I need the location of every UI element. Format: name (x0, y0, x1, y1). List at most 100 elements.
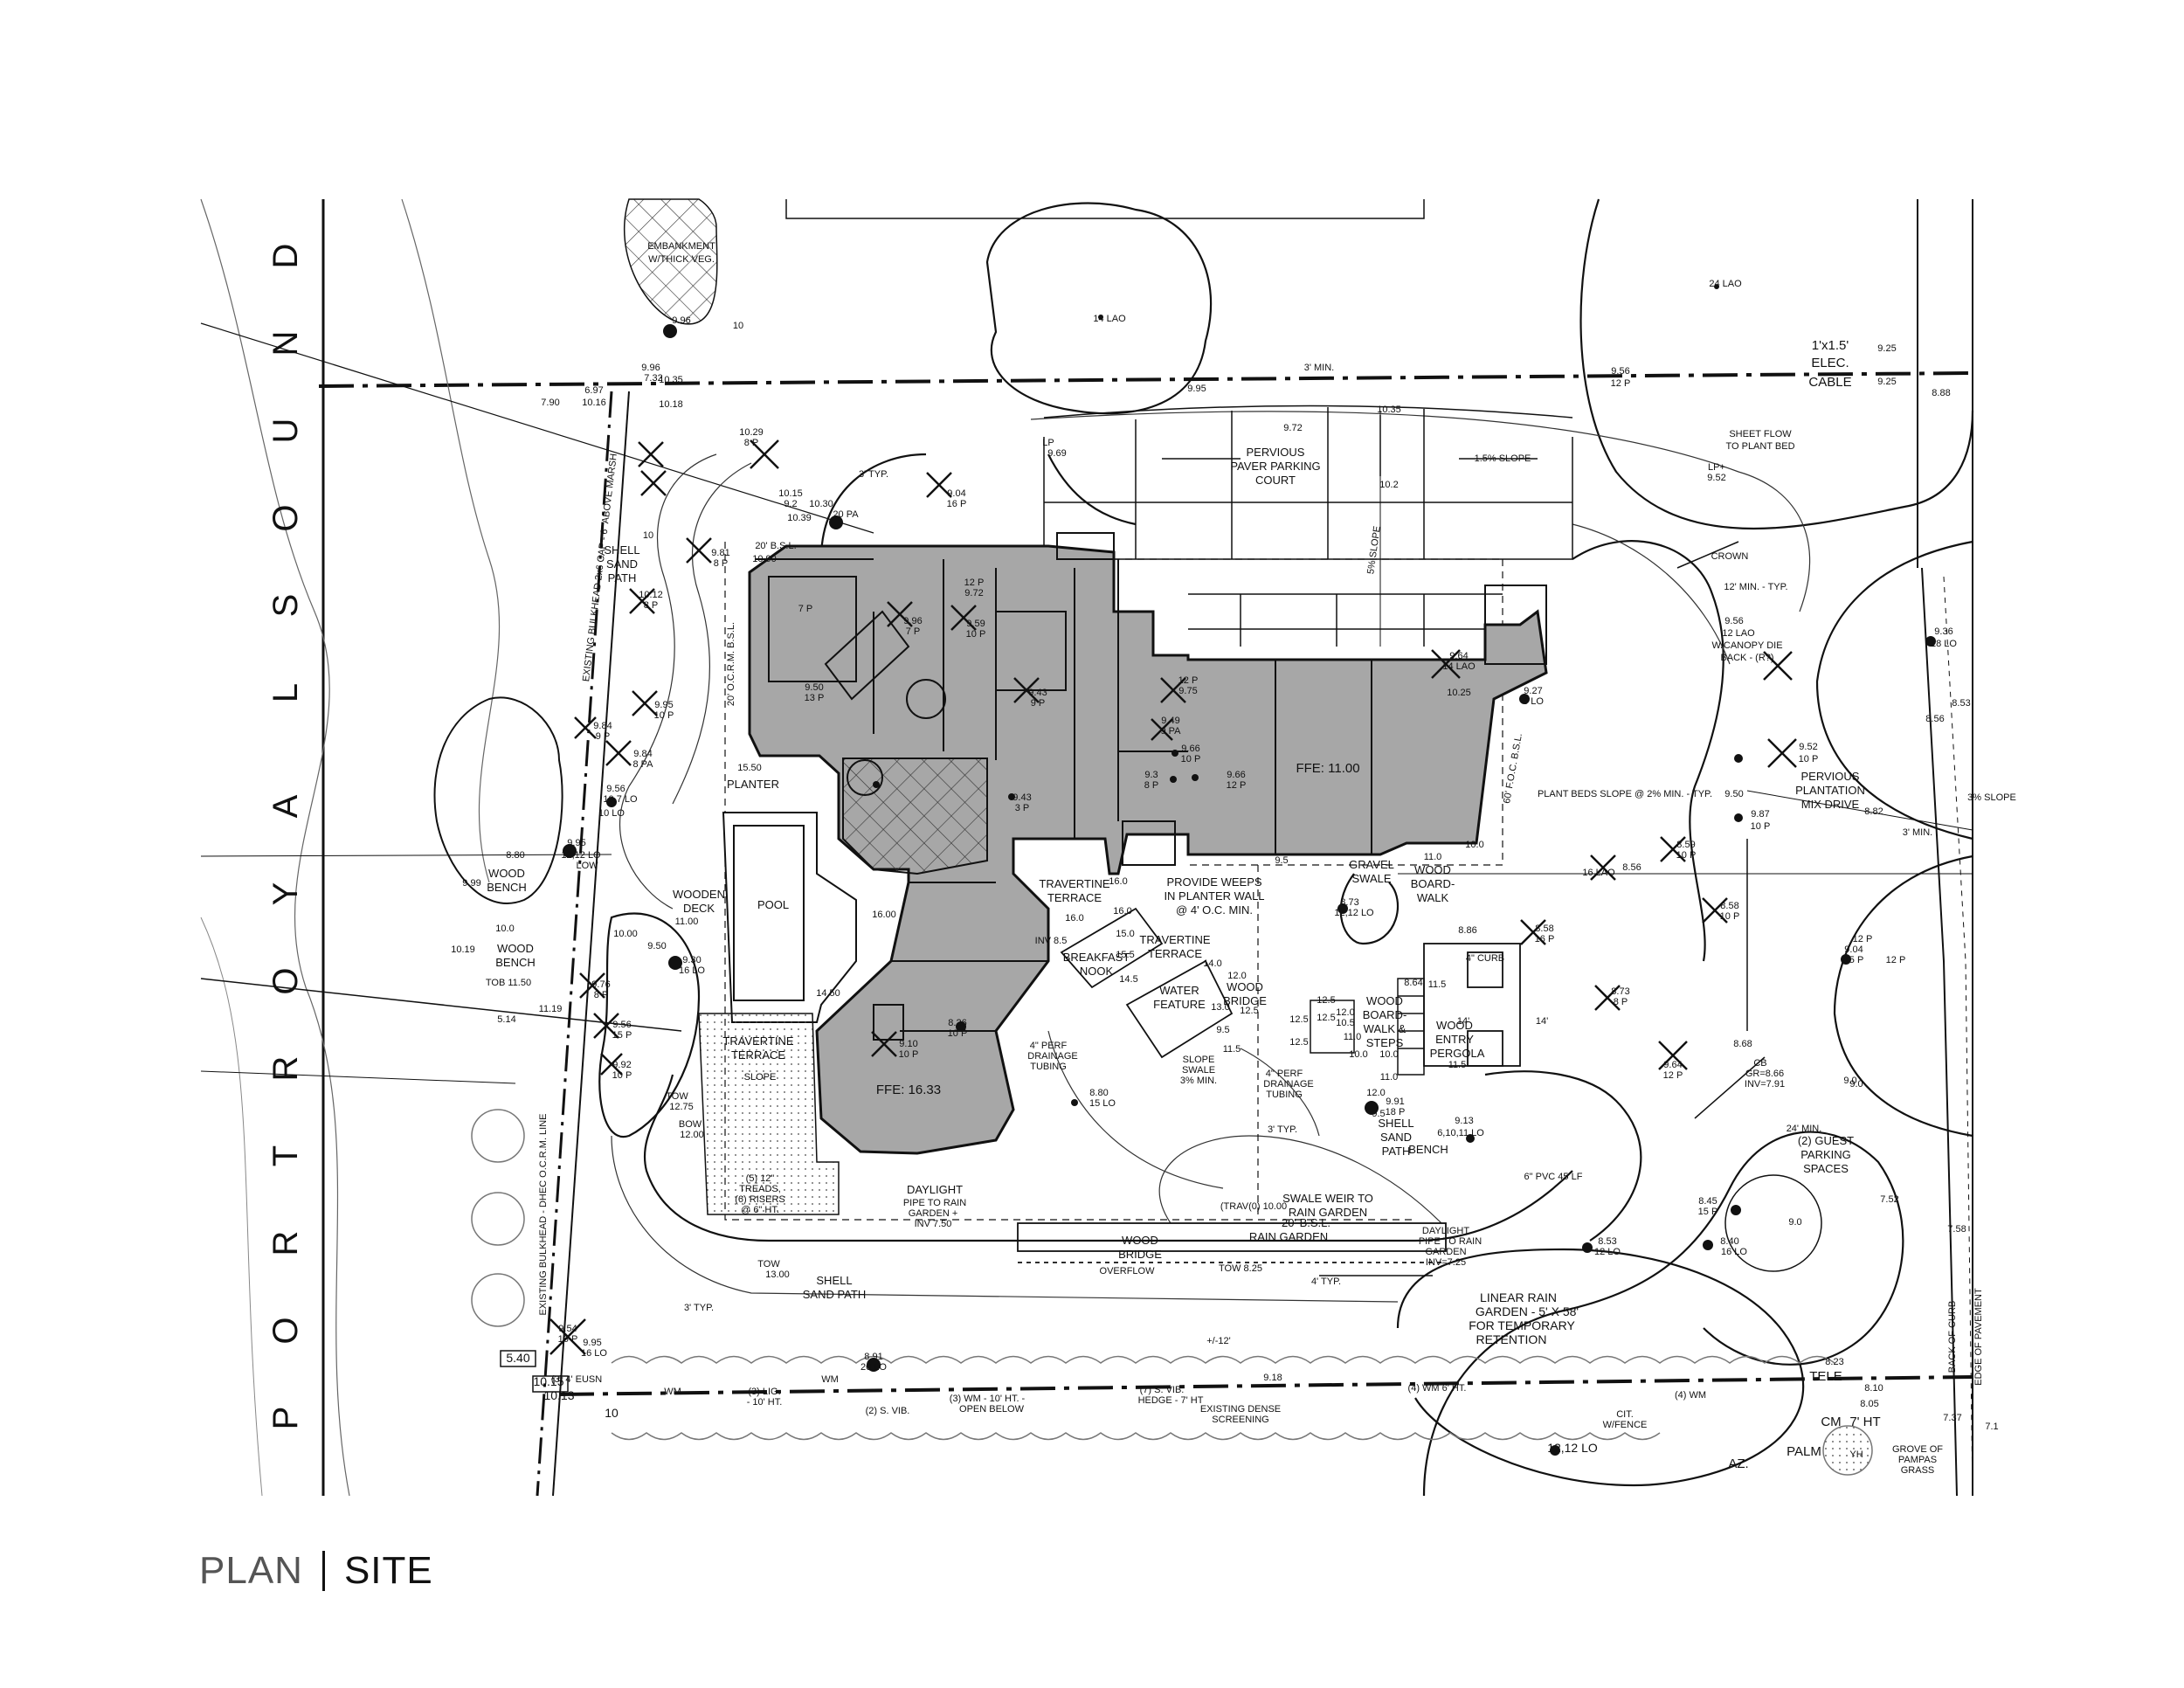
plan-label: 16.0 (1065, 913, 1083, 924)
plan-label: 8.80 (506, 850, 524, 861)
plan-label: 10 P (1181, 754, 1201, 764)
plan-label: 9.72 (964, 588, 983, 598)
plan-label: EXISTING BULKHEAD - DHEC O.C.R.M. LINE (538, 1113, 549, 1315)
house-footprint (748, 544, 1548, 1155)
plan-label: 8.73 (1340, 897, 1358, 908)
plan-label: 9.64 (1663, 1060, 1682, 1070)
plan-label: 7.58 (1947, 1224, 1966, 1235)
plan-label: 12.5 (1289, 1037, 1308, 1048)
plan-label: 14 LAO (1093, 314, 1126, 324)
travertine-terrace (698, 1013, 840, 1215)
plan-label: RETENTION (1476, 1332, 1547, 1346)
plan-label: 9 P (1031, 698, 1046, 709)
plan-label: 12' MIN. - TYP. (1724, 582, 1787, 592)
plan-label: GRAVEL (1349, 858, 1394, 871)
plan-label: 10.12 (639, 590, 663, 600)
plan-label: 6.97 (584, 385, 603, 396)
plan-label: 9.50 (647, 941, 666, 951)
plan-label: 10.39 (787, 513, 812, 523)
plan-label: 12,12 LO (561, 850, 601, 861)
plan-label: 9.3 (1144, 770, 1158, 780)
plan-label: 10 P (899, 1049, 919, 1060)
plan-label: 12 P (1663, 1070, 1683, 1081)
plan-label: FEATURE (1153, 998, 1206, 1011)
plan-label: 4" CURB (1466, 953, 1504, 964)
plan-label: 8 P (644, 600, 659, 611)
water-body-letter: O (266, 502, 305, 531)
plan-label: CROWN (1711, 551, 1749, 562)
plan-label: 9.30 (682, 955, 701, 965)
plan-label: SLOPE (1183, 1055, 1215, 1065)
plan-label: 12,12 LO (1334, 908, 1374, 918)
plan-label: 14.5 (1119, 974, 1137, 985)
plan-label: BREAKFAST (1063, 951, 1130, 964)
plan-label: 10 P (1751, 821, 1771, 832)
plan-label: 10 P (1799, 754, 1819, 764)
plan-label: 9.87 (1751, 809, 1769, 820)
plan-label: 10.0 (1349, 1049, 1367, 1060)
plan-label: 10 (643, 530, 653, 541)
plan-label: 12 P (1853, 934, 1873, 944)
water-body-letter: N (266, 329, 305, 356)
plan-label: 5.40 (506, 1351, 529, 1365)
plan-label: BRIDGE (1118, 1248, 1162, 1261)
plan-label: 12.0 (1366, 1088, 1385, 1098)
plan-label: ELEC. (1811, 356, 1849, 370)
plan-label: 6,10,11 LO (1437, 1128, 1484, 1138)
plan-label: GARDEN - 5' X 58' (1476, 1304, 1579, 1318)
plan-label: SAND (1380, 1131, 1412, 1144)
plan-label: 14' (1536, 1016, 1548, 1027)
plan-label: 11.5 (1223, 1044, 1241, 1055)
plan-label: PLANTATION (1795, 784, 1865, 797)
plan-label: 12 P (1227, 780, 1247, 791)
plan-label: WOOD (1227, 980, 1263, 993)
plan-label: 12.5 (1240, 1006, 1258, 1016)
plan-label: 3' TYP. (1268, 1124, 1297, 1135)
plan-label: 9.84 (593, 721, 612, 731)
plan-label: 3' TYP. (859, 469, 888, 480)
plan-label: DAYLIGHT (1422, 1226, 1469, 1236)
plan-label: 8.80 (1089, 1088, 1108, 1098)
house-interior-walls (756, 532, 1547, 1041)
plan-label: BRIDGE (1223, 994, 1267, 1007)
plan-label: (3) WM - 10' HT. - (950, 1394, 1026, 1404)
plan-label: 9.95 (583, 1338, 601, 1348)
plan-label: 16.0 (1109, 876, 1127, 887)
plan-label: PAMPAS (1898, 1455, 1937, 1465)
plan-label: W/CANOPY DIE (1711, 640, 1782, 651)
plan-label: WALK (1417, 891, 1449, 904)
plan-label: 9.66 (1227, 770, 1245, 780)
plan-label: SHELL (604, 543, 639, 557)
plan-label: 9.54 (558, 1324, 577, 1334)
plan-label: SAND PATH (803, 1288, 866, 1301)
plan-label: (4) WM (1675, 1390, 1706, 1401)
plan-label: WATER (1159, 984, 1199, 997)
water-body-letter: R (266, 1055, 305, 1082)
plan-label: 9.96 (641, 363, 660, 373)
plan-label: MIX DRIVE (1801, 798, 1860, 811)
plan-label: 18 LO (1931, 639, 1957, 649)
rain-garden (1017, 907, 1521, 1263)
plan-label: 7 P (798, 604, 813, 614)
water-body-letter: O (266, 965, 305, 994)
plan-label: INV 7.50 (915, 1219, 952, 1229)
plan-label: 9.96 (903, 616, 922, 626)
shrub-screening (471, 1109, 1873, 1476)
plan-label: 9.50 (805, 682, 823, 693)
plan-label: 8.53 (1952, 698, 1970, 709)
plan-label: BACK OF CURB (1947, 1301, 1958, 1373)
plan-label: FOR TEMPORARY (1469, 1318, 1575, 1332)
plan-label: 7.90 (541, 398, 559, 408)
plan-label: 16 LO (1721, 1247, 1747, 1257)
plan-label: 8 P (744, 438, 759, 448)
plan-label: WOODEN (673, 888, 725, 901)
plan-label: RAIN GARDEN (1289, 1206, 1367, 1219)
plan-label: PAVER PARKING (1230, 460, 1320, 473)
plan-label: 10 P (966, 629, 986, 640)
plan-label: CIT. (1616, 1409, 1634, 1420)
plan-label: POOL (757, 898, 789, 911)
plan-label: 16 P (558, 1334, 578, 1345)
plan-label: 12 LAO (1722, 628, 1755, 639)
